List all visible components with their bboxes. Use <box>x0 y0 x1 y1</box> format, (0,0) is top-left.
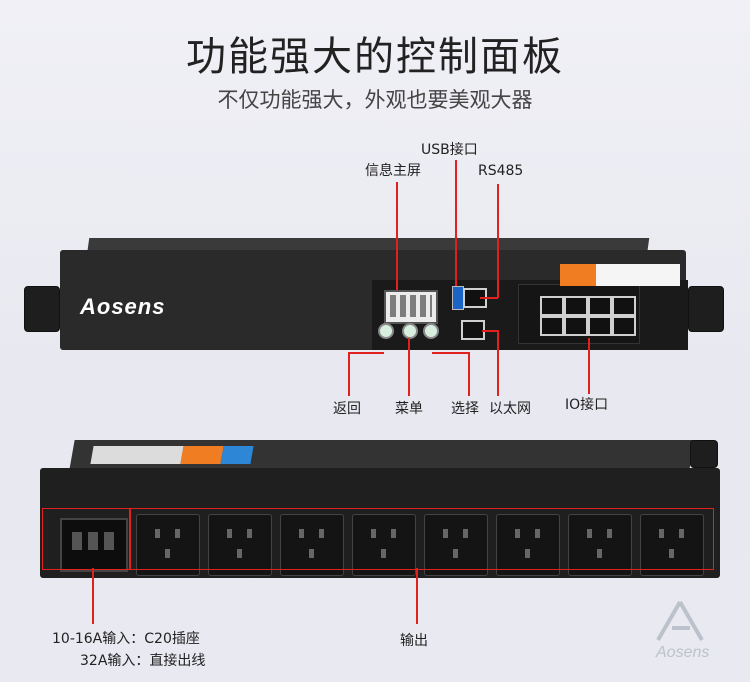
leader-menu <box>408 338 410 396</box>
outlet-6[interactable] <box>496 514 560 576</box>
label-rs485: RS485 <box>478 163 524 179</box>
io-port-4[interactable] <box>612 296 636 316</box>
label-menu: 菜单 <box>395 401 423 417</box>
leader-output <box>416 568 418 624</box>
leader-usb <box>455 160 457 286</box>
c20-pin <box>72 532 82 550</box>
rack-ear-right-2 <box>690 440 718 468</box>
leader-ethernet-v <box>497 330 499 396</box>
outlet-7[interactable] <box>568 514 632 576</box>
leader-input <box>92 568 94 624</box>
io-port-7[interactable] <box>588 316 612 336</box>
label-input-line2: 32A输入：直接出线 <box>80 653 206 669</box>
label-info-screen: 信息主屏 <box>365 163 421 179</box>
io-port-8[interactable] <box>612 316 636 336</box>
rear-warning-sticker <box>180 446 224 464</box>
leader-select-h <box>432 352 470 354</box>
rear-spec-label <box>90 446 184 464</box>
label-output: 输出 <box>400 633 428 649</box>
outlet-2[interactable] <box>208 514 272 576</box>
io-port-5[interactable] <box>540 316 564 336</box>
io-port-2[interactable] <box>564 296 588 316</box>
rear-blue-sticker <box>220 446 254 464</box>
back-button[interactable] <box>378 323 394 339</box>
screen-digits <box>390 295 432 317</box>
rack-ear-right <box>688 286 724 332</box>
label-select: 选择 <box>451 401 479 417</box>
warning-sticker <box>560 264 596 286</box>
c20-input-socket[interactable] <box>60 518 128 572</box>
outlet-1[interactable] <box>136 514 200 576</box>
io-port-1[interactable] <box>540 296 564 316</box>
io-port-6[interactable] <box>564 316 588 336</box>
brand-watermark: Aosens <box>650 600 740 670</box>
rack-ear-left <box>24 286 60 332</box>
menu-button[interactable] <box>402 323 418 339</box>
watermark-text: Aosens <box>656 644 710 661</box>
label-back: 返回 <box>333 401 361 417</box>
watermark-logo-icon <box>656 600 704 642</box>
label-usb: USB接口 <box>421 142 478 158</box>
page-title: 功能强大的控制面板 <box>186 34 564 80</box>
leader-back-v <box>348 352 350 396</box>
leader-rs485-v <box>497 184 499 298</box>
outlet-4[interactable] <box>352 514 416 576</box>
input-highlight-box <box>42 508 130 570</box>
leader-screen <box>396 182 398 290</box>
leader-ethernet-h <box>482 330 498 332</box>
page-subtitle: 不仅功能强大，外观也要美观大器 <box>217 88 533 112</box>
spec-label <box>596 264 680 286</box>
outlet-3[interactable] <box>280 514 344 576</box>
io-port-3[interactable] <box>588 296 612 316</box>
outlet-5[interactable] <box>424 514 488 576</box>
c20-pin <box>88 532 98 550</box>
leader-select-v <box>468 352 470 396</box>
info-screen <box>384 290 438 324</box>
label-input-line1: 10-16A输入：C20插座 <box>52 631 200 647</box>
leader-back-h <box>348 352 384 354</box>
label-io: IO接口 <box>565 397 609 413</box>
output-highlight-box <box>130 508 714 570</box>
select-button[interactable] <box>423 323 439 339</box>
brand-logo: Aosens <box>80 294 166 319</box>
leader-io <box>588 338 590 394</box>
leader-rs485-h <box>480 297 498 299</box>
label-ethernet: 以太网 <box>489 401 531 417</box>
outlet-8[interactable] <box>640 514 704 576</box>
c20-pin <box>104 532 114 550</box>
